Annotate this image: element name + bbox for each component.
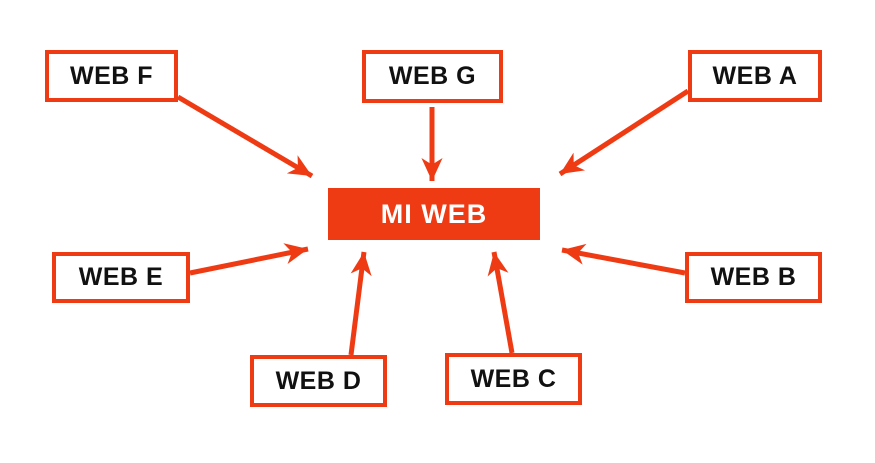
node-web-e: WEB E [52, 252, 190, 303]
node-web-c-label: WEB C [470, 364, 557, 393]
node-mi-web-label: MI WEB [380, 198, 488, 229]
arrow-web-b-to-mi-web [561, 243, 686, 276]
arrow-web-f-to-mi-web [176, 94, 314, 179]
node-web-a: WEB A [688, 50, 822, 102]
arrow-web-c-to-mi-web [487, 251, 515, 354]
node-web-e-label: WEB E [78, 263, 164, 291]
node-web-f-label: WEB F [69, 61, 154, 90]
node-web-d-label: WEB D [275, 366, 362, 395]
arrow-web-e-to-mi-web [189, 243, 309, 276]
node-web-g-label: WEB G [388, 62, 477, 90]
arrow-web-a-to-mi-web [558, 88, 690, 177]
node-web-d: WEB D [250, 355, 387, 407]
node-mi-web-center: MI WEB [328, 188, 540, 240]
node-web-f: WEB F [45, 50, 178, 102]
node-web-g: WEB G [362, 50, 503, 103]
node-web-a-label: WEB A [712, 61, 798, 90]
arrow-web-d-to-mi-web [348, 251, 372, 356]
node-web-b-label: WEB B [710, 263, 797, 291]
node-web-c: WEB C [445, 353, 582, 405]
node-web-b: WEB B [685, 252, 822, 303]
